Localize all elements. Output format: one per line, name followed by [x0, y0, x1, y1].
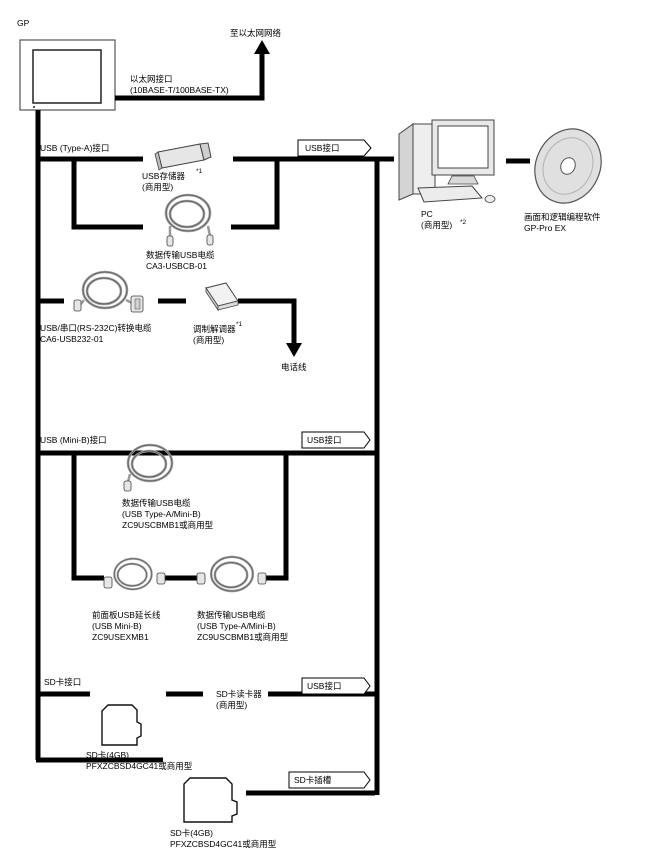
usb-minib-cable-1-label: 数据传输USB电缆 — [122, 498, 191, 508]
sd-usb-pc-tag — [301, 677, 371, 695]
sd-card-2 — [183, 777, 238, 823]
ethernet-arrow-head — [254, 40, 270, 54]
serial-cable-ca6 — [73, 270, 144, 313]
sd-card-1-model: PFXZCBSD4GC41或商用型 — [86, 761, 193, 771]
usb-storage-note: *1 — [196, 168, 203, 175]
serial-cable-label: USB/串口(RS-232C)转换电缆 — [40, 323, 152, 333]
ethernet-line — [115, 52, 265, 101]
phone-line-arrow-head — [286, 343, 302, 357]
usb-minib-cable-2 — [196, 555, 267, 593]
usb-cable-ca3-model: CA3-USBCB-01 — [146, 261, 207, 271]
usb-cable-ca3-label: 数据传输USB电缆 — [146, 250, 215, 260]
pc-computer — [398, 119, 496, 203]
usb-minib-cable-2-label: 数据传输USB电缆 — [197, 610, 266, 620]
sd-card-1-label: SD卡(4GB) — [86, 750, 129, 760]
software-name: GP-Pro EX — [524, 223, 567, 233]
pc-type: (商用型) — [421, 220, 453, 230]
usb-a-port-label: USB (Type-A)接口 — [40, 143, 110, 153]
gp-label: GP — [17, 18, 30, 28]
serial-lines — [36, 298, 297, 345]
front-usb-ext-spec: (USB Mini-B) — [92, 621, 142, 631]
software-label: 画面和逻辑编程软件 — [524, 212, 601, 222]
sd-port-label: SD卡接口 — [44, 677, 82, 687]
front-usb-ext-label: 前面板USB延长线 — [92, 610, 161, 620]
usb-a-pc-tag — [297, 139, 372, 157]
software-cd-icon — [534, 128, 602, 204]
phone-line-label: 电话线 — [281, 362, 307, 372]
usb-a-pc-tag-label: USB接口 — [305, 143, 340, 153]
usb-minib-pc-tag-label: USB接口 — [307, 435, 342, 445]
modem-note: *1 — [236, 321, 243, 328]
sd-card-1 — [101, 704, 142, 746]
sd-reader-label: SD卡读卡器 — [216, 689, 262, 699]
sd-usb-pc-tag-label: USB接口 — [307, 681, 342, 691]
usb-minib-cable-1-model: ZC9USCBMB1或商用型 — [122, 520, 214, 530]
usb-minib-pc-tag — [301, 431, 371, 449]
modem-type: (商用型) — [193, 335, 225, 345]
modem-device — [205, 282, 239, 312]
usb-storage-device — [154, 142, 212, 171]
gp-display — [19, 39, 116, 111]
sd-card-2-model: PFXZCBSD4GC41或商用型 — [170, 839, 277, 849]
usb-minib-cable-2-spec: (USB Type-A/Mini-B) — [197, 621, 276, 631]
serial-cable-model: CA6-USB232-01 — [40, 334, 104, 344]
ethernet-target-label: 至以太网网络 — [230, 28, 282, 38]
usb-a-lines — [36, 156, 394, 709]
sd-slot-tag — [288, 771, 371, 789]
front-usb-extension-cable — [103, 557, 166, 591]
sd-reader-type: (商用型) — [216, 700, 248, 710]
pc-label: PC — [421, 209, 433, 219]
usb-minib-port-label: USB (Mini-B)接口 — [40, 435, 107, 445]
usb-minib-cable-2-model: ZC9USCBMB1或商用型 — [197, 632, 289, 642]
sd-card-2-label: SD卡(4GB) — [170, 828, 213, 838]
usb-minib-lines — [36, 450, 375, 581]
sd-slot-tag-label: SD卡插槽 — [294, 775, 332, 785]
usb-storage-label: USB存储器 — [142, 171, 185, 181]
usb-minib-cable-1 — [123, 443, 174, 492]
usb-storage-type: (商用型) — [142, 182, 174, 192]
usb-cable-ca3 — [164, 193, 214, 247]
front-usb-ext-model: ZC9USEXMB1 — [92, 632, 149, 642]
ethernet-port-spec: (10BASE-T/100BASE-TX) — [130, 85, 229, 95]
modem-label: 调制解调器 — [193, 324, 236, 334]
pc-note: *2 — [460, 219, 467, 226]
ethernet-port-label: 以太网接口 — [130, 74, 173, 84]
usb-minib-cable-1-spec: (USB Type-A/Mini-B) — [122, 509, 201, 519]
